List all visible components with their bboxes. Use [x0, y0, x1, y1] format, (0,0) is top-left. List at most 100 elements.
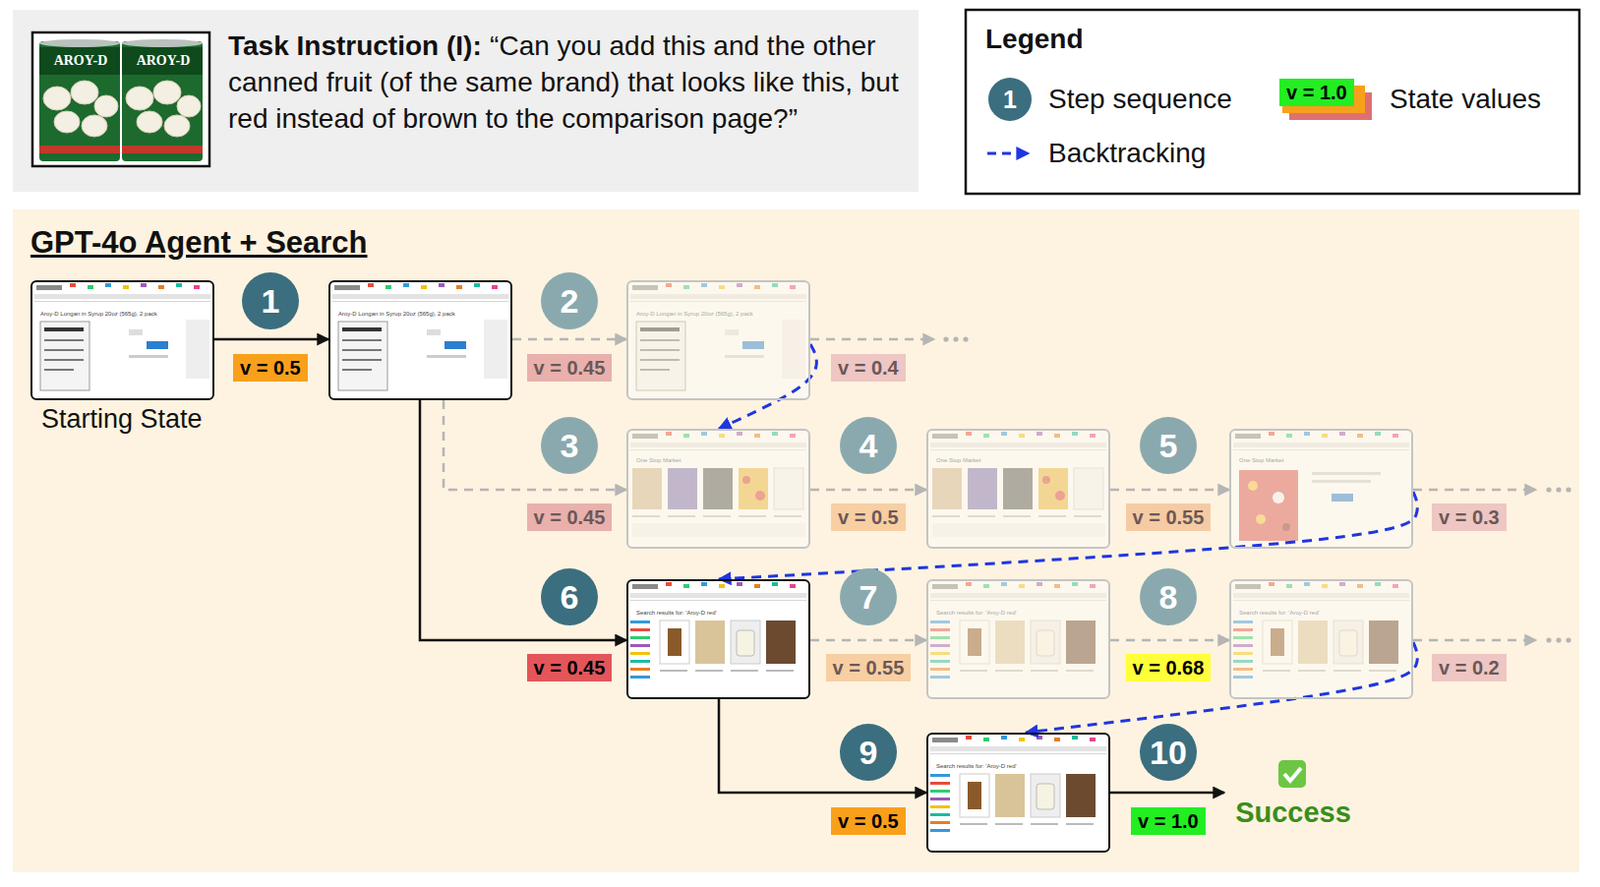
- step-arrow: [214, 338, 329, 342]
- legend-text: Step sequence: [1048, 83, 1233, 116]
- step-number: 5: [1159, 428, 1179, 463]
- screenshot: [626, 579, 811, 700]
- instruction-panel: Task Instruction (I):“Can you add this a…: [12, 9, 919, 192]
- legend-entry: Step sequence: [1048, 83, 1233, 116]
- screenshot: [926, 732, 1111, 853]
- brand-text: AROY-D: [54, 53, 109, 69]
- step-arrow: [1110, 639, 1230, 643]
- can: [121, 41, 203, 162]
- screenshot: [926, 579, 1111, 700]
- label-holder: Success: [1235, 796, 1352, 830]
- screenshot: [626, 428, 811, 549]
- page-heading: Aroy-D Longan in Syrup 20oz (565g), 2 pa…: [636, 310, 754, 318]
- screenshot-box: Aroy-D Longan in Syrup 20oz (565g), 2 pa…: [626, 280, 811, 401]
- instruction-panel-ground: [12, 9, 919, 192]
- continuation-arrow: [810, 338, 935, 342]
- step-number: 1: [1003, 87, 1017, 113]
- page-heading: Search results for: 'Aroy-D red': [936, 763, 1017, 771]
- can-band: [121, 47, 203, 75]
- success-arrow: [1110, 791, 1225, 795]
- can-strip: [39, 145, 120, 154]
- search-panel: GPT-4o Agent + SearchAroy-D Longan in Sy…: [12, 209, 1580, 873]
- check-mark: [1284, 768, 1302, 781]
- state-value-box: v = 0.2: [1431, 653, 1507, 682]
- can-strip: [121, 145, 203, 154]
- state-value: v = 0.45: [533, 503, 606, 532]
- screenshot-box: Search results for: 'Aroy-D red': [926, 579, 1111, 700]
- step-number: 1: [261, 284, 281, 318]
- page-heading: Search results for: 'Aroy-D red': [936, 609, 1017, 617]
- backtrack-arrow: [718, 344, 817, 429]
- brand-text: AROY-D: [136, 53, 191, 69]
- step-circle: 4: [839, 416, 897, 475]
- state-value-box: v = 1.0: [1130, 807, 1206, 835]
- step-circle: 8: [1139, 568, 1197, 626]
- legend-frame: [965, 9, 1580, 194]
- step-arrow: [443, 400, 627, 490]
- step-arrow: [419, 400, 627, 641]
- screenshot-box: Search results for: 'Aroy-D red': [926, 732, 1111, 853]
- can-rim: [39, 39, 120, 48]
- step-circle: 1: [988, 77, 1032, 121]
- state-value: v = 0.45: [533, 354, 606, 382]
- page-heading: One Stop Market: [936, 457, 981, 465]
- screenshot-box: Aroy-D Longan in Syrup 20oz (565g), 2 pa…: [328, 280, 513, 401]
- panel-title: GPT-4o Agent + Search: [30, 225, 368, 261]
- ellipsis-dots: [943, 336, 1571, 643]
- step-number: 3: [560, 428, 580, 463]
- screenshot-box: One Stop Market: [926, 428, 1111, 549]
- step-number: 8: [1159, 580, 1179, 614]
- step-number: 10: [1149, 735, 1187, 770]
- search-panel-ground: [12, 209, 1580, 873]
- state-value-box: v = 0.45: [527, 503, 613, 532]
- page-heading: One Stop Market: [636, 457, 681, 465]
- backtrack-sample: [987, 152, 1029, 156]
- can-rim: [121, 39, 203, 48]
- legend-entry: State values: [1389, 83, 1541, 116]
- step-circle: 9: [839, 723, 897, 781]
- screenshot-box: One Stop Market: [626, 428, 811, 549]
- state-value: v = 0.68: [1132, 653, 1205, 682]
- page-heading: Search results for: 'Aroy-D red': [1239, 609, 1320, 617]
- backtrack-arrow: [1025, 642, 1418, 733]
- page-heading: Aroy-D Longan in Syrup 20oz (565g), 2 pa…: [40, 310, 158, 318]
- state-value: v = 0.5: [837, 807, 899, 835]
- state-value: v = 0.55: [1132, 503, 1205, 532]
- step-number: 2: [560, 284, 580, 318]
- screenshot-box: Search results for: 'Aroy-D red': [1229, 579, 1414, 700]
- state-value: v = 1.0: [1137, 807, 1199, 835]
- can: [39, 41, 120, 162]
- legend-box: Legend1v = 1.0Step sequenceBacktrackingS…: [965, 9, 1580, 194]
- page-heading: Search results for: 'Aroy-D red': [636, 609, 717, 617]
- state-value-box: v = 0.45: [527, 354, 613, 382]
- step-circle: 1: [241, 272, 299, 330]
- state-value: v = 0.2: [1438, 653, 1500, 682]
- state-value-box: v = 0.68: [1125, 653, 1212, 682]
- label-holder: AROY-D: [136, 53, 191, 69]
- legend-entry: Backtracking: [1048, 137, 1206, 170]
- step-circle: 5: [1139, 416, 1197, 475]
- backtrack-arrow: [718, 491, 1418, 580]
- state-value-box: v = 0.55: [1125, 503, 1212, 532]
- instruction-heading: Task Instruction (I):: [228, 30, 482, 61]
- connectors: [214, 339, 1418, 793]
- check-icon: [1278, 760, 1306, 788]
- legend-text: State values: [1389, 83, 1541, 116]
- continuation-arrow: [1413, 488, 1537, 492]
- state-value: v = 0.5: [239, 354, 301, 382]
- screenshot: [626, 280, 811, 401]
- outcome-label: Success: [1235, 796, 1352, 830]
- step-number: 9: [859, 735, 879, 770]
- screenshot: [30, 280, 215, 401]
- continuation-arrow: [1413, 639, 1537, 643]
- page-heading: Aroy-D Longan in Syrup 20oz (565g), 2 pa…: [338, 310, 456, 318]
- legend-text: Backtracking: [1048, 137, 1206, 170]
- step-circle: 6: [540, 568, 598, 626]
- screenshots: [30, 280, 1414, 853]
- step-arrow: [810, 488, 927, 492]
- step-circle: 2: [540, 272, 598, 330]
- state-value-box: v = 0.45: [527, 653, 613, 682]
- state-value: v = 0.55: [832, 653, 905, 682]
- step-number: 4: [859, 428, 879, 463]
- can-band: [39, 47, 120, 75]
